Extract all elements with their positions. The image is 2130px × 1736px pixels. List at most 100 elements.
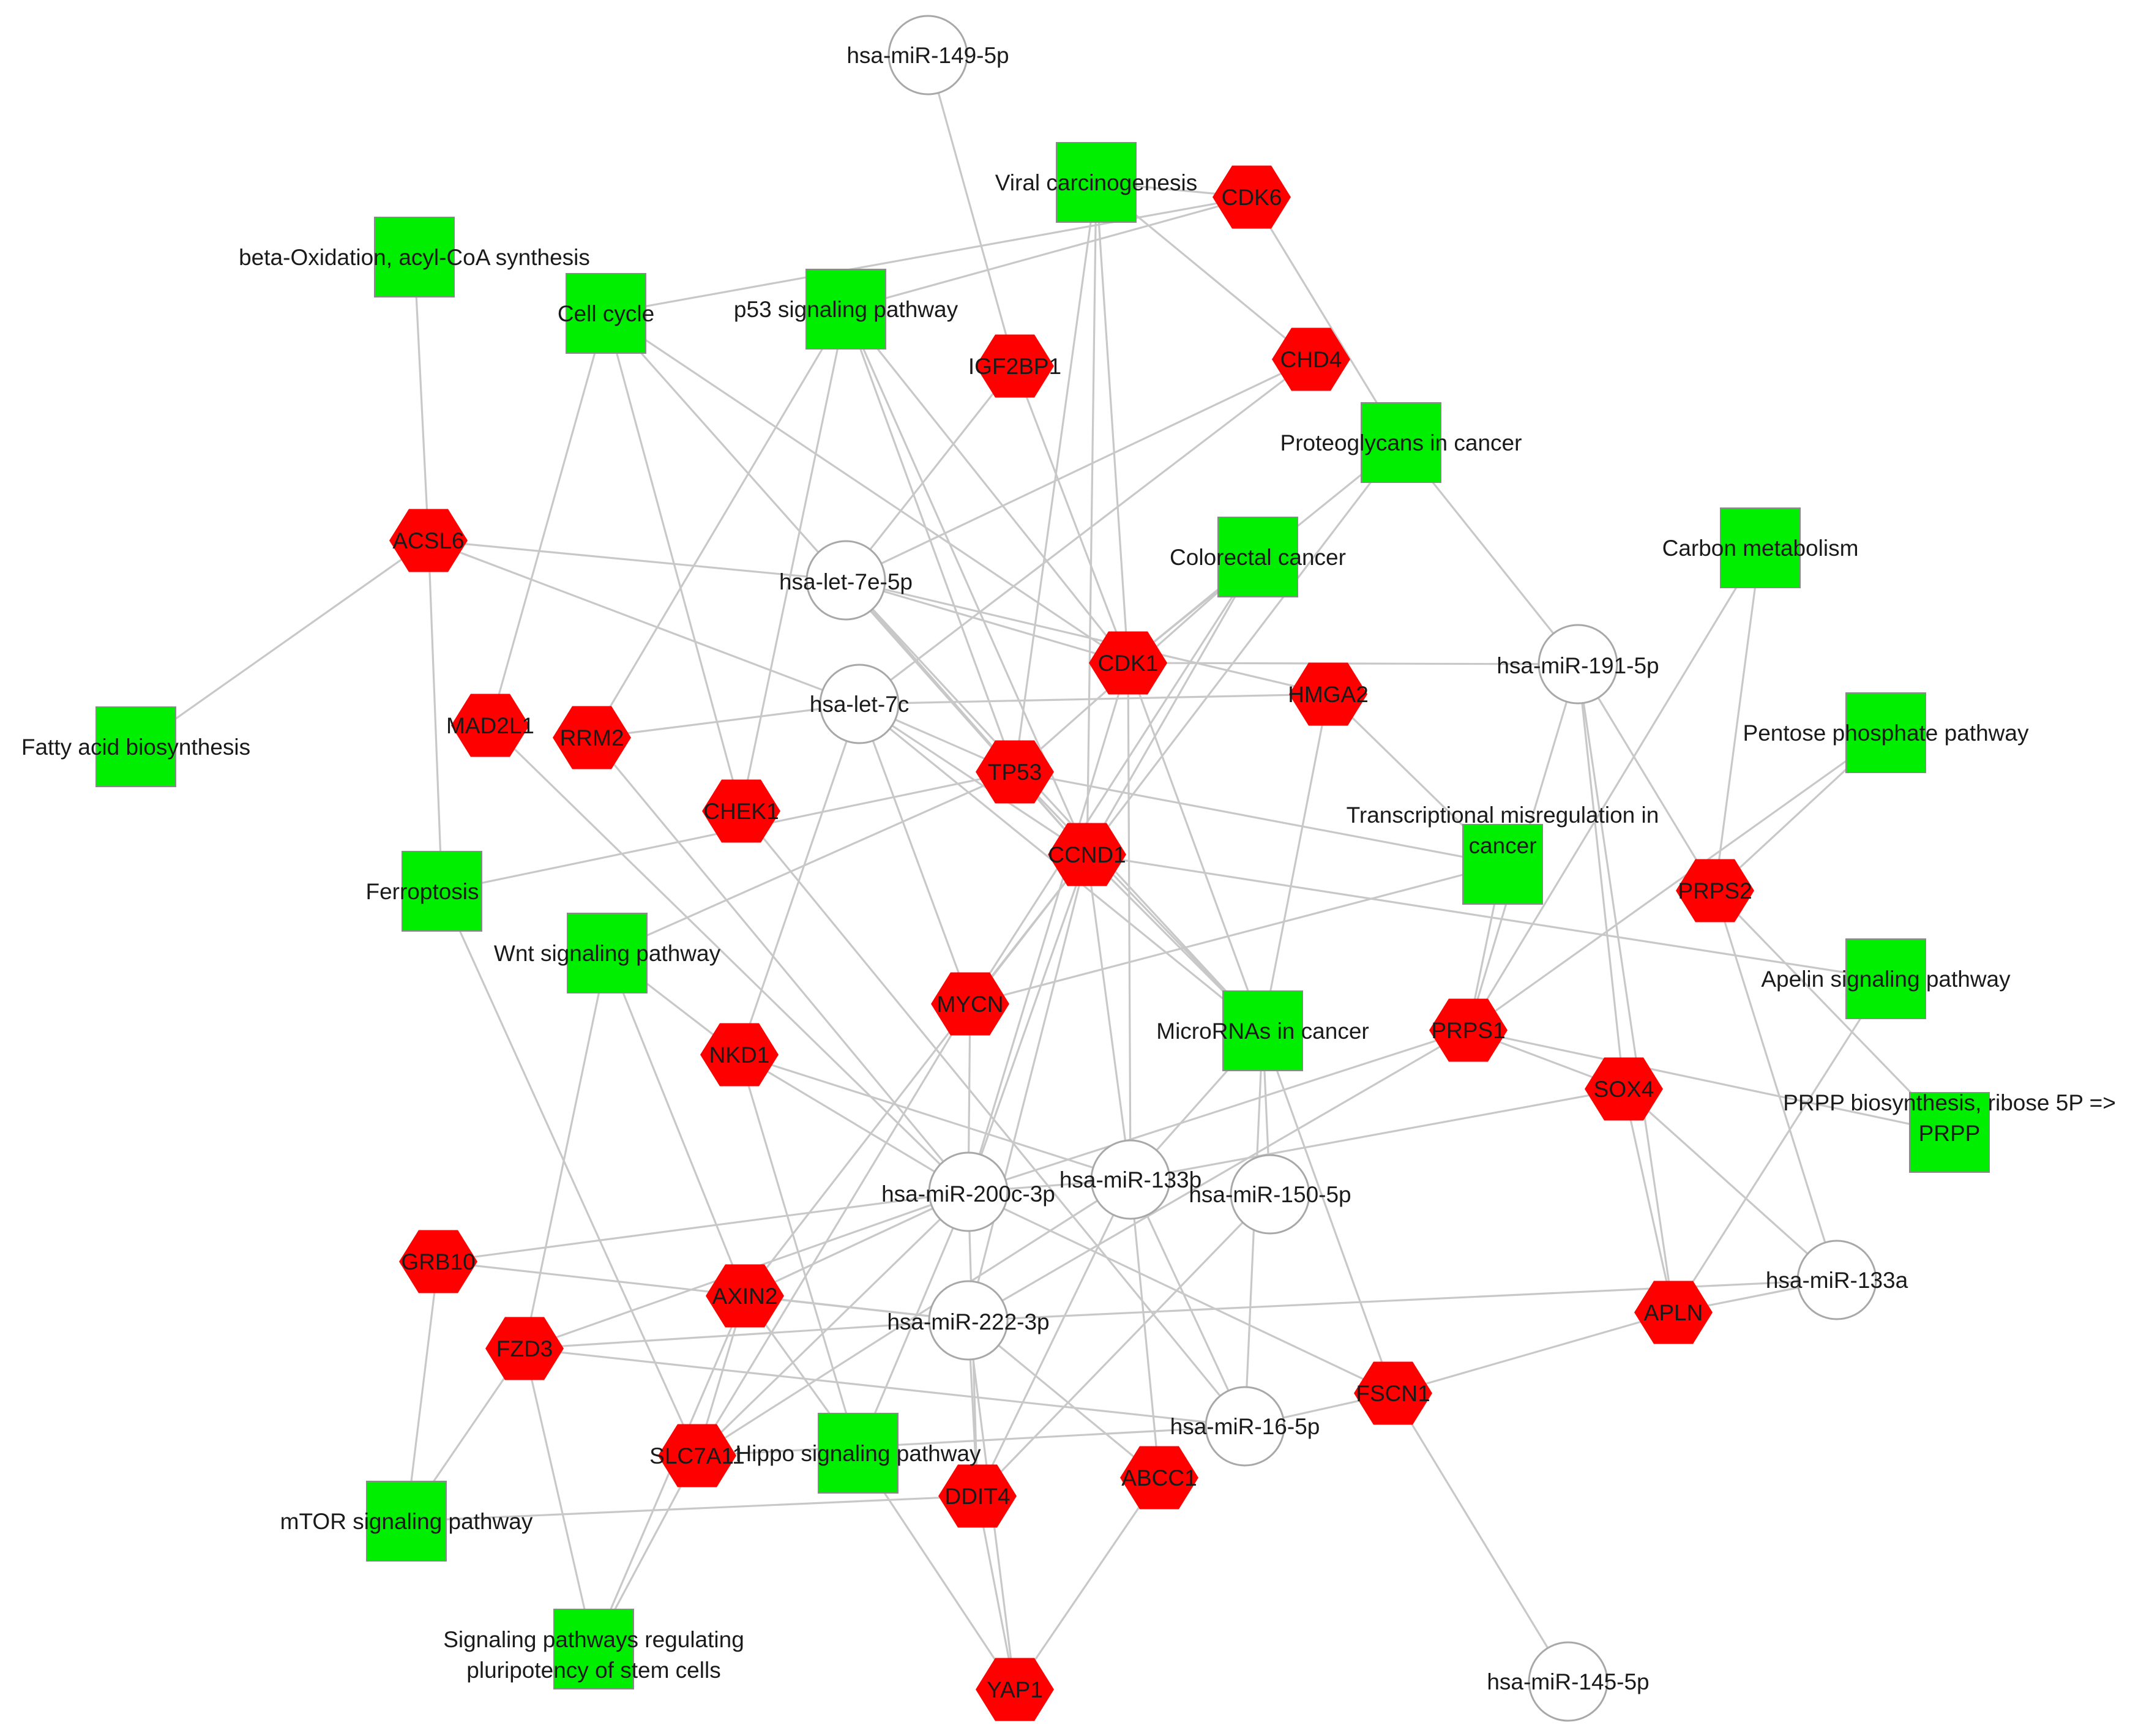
node-cellcycle[interactable]: Cell cycle xyxy=(558,273,654,354)
node-CHD4[interactable]: CHD4 xyxy=(1272,327,1350,391)
edge-NKD1-mir200c xyxy=(739,1053,969,1193)
node-label: hsa-let-7e-5p xyxy=(779,569,913,594)
node-carbon[interactable]: Carbon metabolism xyxy=(1662,507,1859,588)
node-APLN[interactable]: APLN xyxy=(1634,1281,1713,1344)
gene-hexagon xyxy=(1634,1281,1713,1344)
node-ACSL6[interactable]: ACSL6 xyxy=(389,509,468,572)
node-pentose[interactable]: Pentose phosphate pathway xyxy=(1743,692,2029,773)
node-HMGA2[interactable]: HMGA2 xyxy=(1288,662,1369,726)
node-label-line: RRM2 xyxy=(560,725,624,750)
node-RRM2[interactable]: RRM2 xyxy=(553,706,631,769)
node-label-line: PRPS2 xyxy=(1678,878,1752,904)
gene-hexagon xyxy=(706,1264,784,1328)
edge-mir200c-AXIN2 xyxy=(744,1191,969,1297)
node-label-line: PRPP biosynthesis, ribose 5P => xyxy=(1783,1090,2116,1115)
node-label: PRPS2 xyxy=(1678,878,1752,904)
node-label-line: hsa-miR-222-3p xyxy=(887,1309,1049,1334)
node-apelin[interactable]: Apelin signaling pathway xyxy=(1761,938,2011,1019)
node-YAP1[interactable]: YAP1 xyxy=(976,1658,1054,1721)
node-NKD1[interactable]: NKD1 xyxy=(700,1023,779,1087)
node-label-line: PRPP xyxy=(1919,1121,1981,1146)
node-DDIT4[interactable]: DDIT4 xyxy=(938,1464,1017,1528)
node-micro[interactable]: MicroRNAs in cancer xyxy=(1156,990,1369,1071)
node-ferro[interactable]: Ferroptosis xyxy=(365,851,482,932)
node-label-line: Ferroptosis xyxy=(365,879,479,904)
node-label: Ferroptosis xyxy=(365,879,479,904)
edge-mir200c-SLC7A11 xyxy=(696,1191,970,1457)
node-CDK6[interactable]: CDK6 xyxy=(1213,165,1291,229)
node-mir200c[interactable]: hsa-miR-200c-3p xyxy=(881,1151,1055,1232)
pathway-square xyxy=(1845,938,1926,1019)
node-prpp[interactable]: PRPP biosynthesis, ribose 5P => PRPP xyxy=(1783,1090,2116,1173)
node-proteo[interactable]: Proteoglycans in cancer xyxy=(1280,402,1522,483)
node-label-line: Signaling pathways regulating xyxy=(443,1627,744,1652)
node-label-line: Viral carcinogenesis xyxy=(995,170,1197,195)
node-label: AXIN2 xyxy=(712,1284,778,1309)
node-FSCN1[interactable]: FSCN1 xyxy=(1354,1361,1432,1425)
node-label: GRB10 xyxy=(401,1249,475,1274)
edge-mir200c-FSCN1 xyxy=(968,1191,1394,1394)
node-hippo[interactable]: Hippo signaling pathway xyxy=(735,1413,981,1494)
gene-hexagon xyxy=(1048,823,1126,886)
node-mir149[interactable]: hsa-miR-149-5p xyxy=(846,15,1009,95)
node-GRB10[interactable]: GRB10 xyxy=(399,1230,477,1293)
edge-TP53-wnt xyxy=(607,771,1015,954)
node-label-line: YAP1 xyxy=(987,1677,1043,1702)
node-mir133a[interactable]: hsa-miR-133a xyxy=(1766,1240,1908,1320)
node-FZD3[interactable]: FZD3 xyxy=(485,1317,564,1380)
node-mir133b[interactable]: hsa-miR-133b xyxy=(1059,1139,1201,1220)
node-label: FSCN1 xyxy=(1356,1381,1430,1406)
edge-DDIT4-mtor xyxy=(406,1495,978,1522)
node-SLC7A11[interactable]: SLC7A11 xyxy=(649,1424,745,1487)
pathway-square xyxy=(805,269,886,350)
node-MYCN[interactable]: MYCN xyxy=(931,972,1009,1036)
gene-hexagon xyxy=(1289,662,1367,726)
node-wnt[interactable]: Wnt signaling pathway xyxy=(494,913,721,993)
node-let7c[interactable]: hsa-let-7c xyxy=(810,664,909,744)
node-label-line: Cell cycle xyxy=(558,301,654,326)
node-CDK1[interactable]: CDK1 xyxy=(1089,631,1167,695)
edge-mir150-DDIT4 xyxy=(976,1193,1271,1497)
node-p53[interactable]: p53 signaling pathway xyxy=(734,269,958,350)
pathway-square xyxy=(818,1413,899,1494)
edge-CDK1-mir191 xyxy=(1127,662,1579,665)
node-MAD2L1[interactable]: MAD2L1 xyxy=(446,694,534,757)
node-viral[interactable]: Viral carcinogenesis xyxy=(995,142,1197,223)
node-IGF2BP1[interactable]: IGF2BP1 xyxy=(968,334,1061,398)
node-CHEK1[interactable]: CHEK1 xyxy=(702,779,780,843)
node-PRPS2[interactable]: PRPS2 xyxy=(1676,859,1754,922)
node-mir16[interactable]: hsa-miR-16-5p xyxy=(1170,1386,1320,1467)
node-mir191[interactable]: hsa-miR-191-5p xyxy=(1497,624,1659,705)
node-label: CHD4 xyxy=(1280,347,1342,372)
node-SOX4[interactable]: SOX4 xyxy=(1585,1057,1663,1121)
node-mir222[interactable]: hsa-miR-222-3p xyxy=(887,1280,1050,1361)
node-TP53[interactable]: TP53 xyxy=(976,740,1054,804)
node-mtor[interactable]: mTOR signaling pathway xyxy=(280,1481,533,1562)
node-AXIN2[interactable]: AXIN2 xyxy=(706,1264,784,1328)
node-label-line: DDIT4 xyxy=(945,1484,1011,1509)
edge-let7e-HMGA2 xyxy=(845,579,1329,695)
node-ABCC1[interactable]: ABCC1 xyxy=(1120,1446,1198,1510)
edge-cellcycle-MAD2L1 xyxy=(489,313,607,726)
node-label: PRPS1 xyxy=(1431,1018,1505,1043)
edge-apelin-APLN xyxy=(1672,978,1887,1313)
edge-mir222-ABCC1 xyxy=(967,1319,1160,1479)
edge-MAD2L1-mir200c xyxy=(489,724,970,1193)
node-CCND1[interactable]: CCND1 xyxy=(1048,823,1126,886)
node-label-line: ABCC1 xyxy=(1121,1465,1197,1491)
edge-APLN-FSCN1 xyxy=(1392,1311,1674,1394)
node-fattyacid[interactable]: Fatty acid biosynthesis xyxy=(21,706,250,787)
node-betaox[interactable]: beta-Oxidation, acyl-CoA synthesis xyxy=(239,217,590,297)
node-mir145[interactable]: hsa-miR-145-5p xyxy=(1487,1641,1650,1722)
node-PRPS1[interactable]: PRPS1 xyxy=(1429,998,1508,1062)
pathway-square xyxy=(567,913,648,993)
node-label-line: FZD3 xyxy=(496,1336,553,1361)
node-colorectal[interactable]: Colorectal cancer xyxy=(1170,517,1346,597)
edge-mir149-IGF2BP1 xyxy=(927,54,1016,367)
node-label-line: CCND1 xyxy=(1048,842,1126,867)
node-mir150[interactable]: hsa-miR-150-5p xyxy=(1189,1154,1351,1235)
node-let7e[interactable]: hsa-let-7e-5p xyxy=(779,540,913,621)
edge-carbon-PRPS2 xyxy=(1714,547,1762,891)
